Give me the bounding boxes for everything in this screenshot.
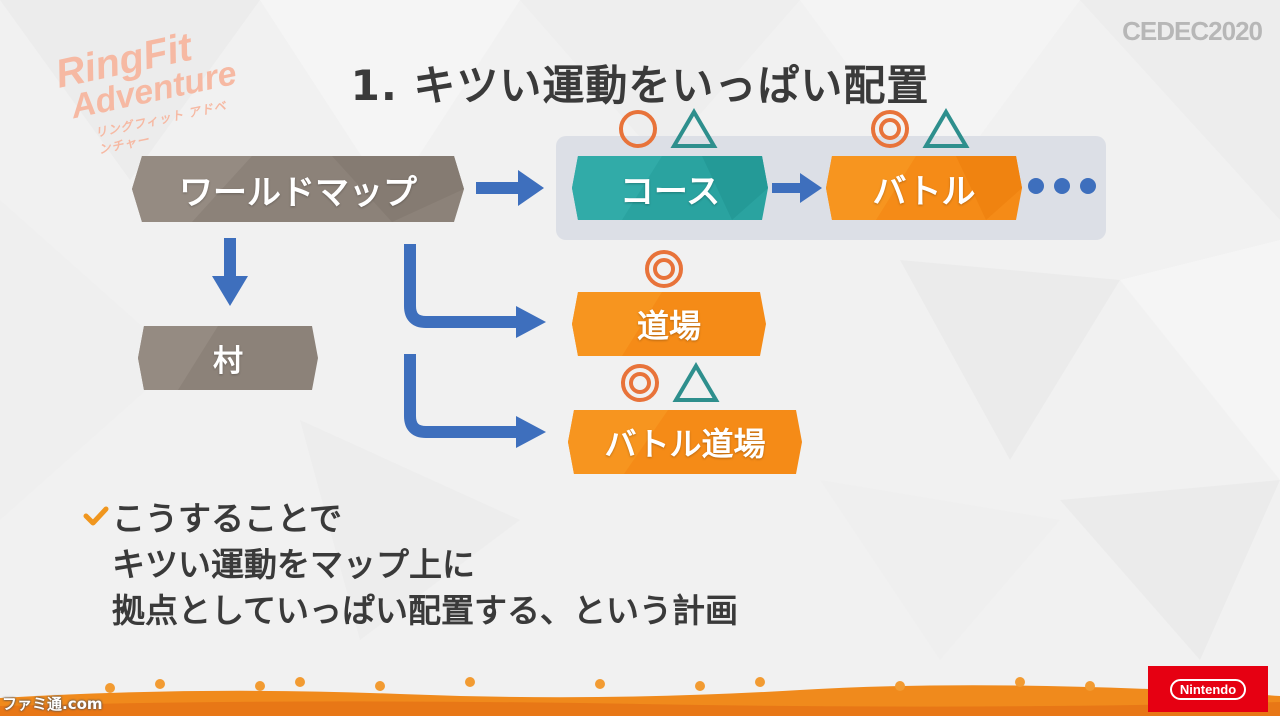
hex-shape bbox=[138, 326, 318, 390]
node-label: 道場 bbox=[636, 307, 701, 345]
hex-shape bbox=[568, 410, 802, 474]
arrow-down-icon bbox=[212, 238, 248, 306]
battle-dojo-marks bbox=[621, 362, 720, 402]
hex-shape bbox=[132, 156, 464, 222]
node-battle: バトル bbox=[826, 156, 1022, 220]
node-course: コース bbox=[572, 156, 768, 220]
arrow-right-icon bbox=[772, 173, 822, 203]
nintendo-logo-text: Nintendo bbox=[1169, 678, 1247, 700]
nintendo-logo: Nintendo bbox=[1148, 666, 1268, 712]
circle-mark-icon bbox=[619, 110, 657, 148]
dojo-marks bbox=[645, 250, 683, 288]
double-circle-mark-icon bbox=[871, 110, 909, 148]
hex-shape bbox=[572, 292, 766, 356]
node-village: 村 bbox=[138, 326, 318, 390]
bent-arrow-icon bbox=[404, 354, 546, 448]
arrow-right-icon bbox=[476, 170, 544, 206]
triangle-mark-icon bbox=[670, 108, 718, 148]
triangle-mark-icon bbox=[672, 362, 720, 402]
event-logo: CEDEC2020 bbox=[1122, 16, 1263, 46]
double-circle-mark-icon bbox=[621, 364, 659, 402]
bullet-line: こうすることで bbox=[112, 499, 343, 538]
course-marks bbox=[619, 108, 718, 148]
node-label: バトル bbox=[872, 171, 976, 212]
battle-marks bbox=[871, 108, 970, 148]
node-dojo: 道場 bbox=[572, 292, 766, 356]
bent-arrow-icon bbox=[404, 244, 546, 338]
ground-decoration bbox=[0, 677, 1280, 716]
bullet-line: 拠点としていっぱい配置する、という計画 bbox=[112, 591, 739, 630]
dot bbox=[1054, 178, 1070, 194]
hex-shape bbox=[826, 156, 1022, 220]
bullet-line: キツい運動をマップ上に bbox=[112, 545, 475, 584]
node-battle-dojo: バトル道場 bbox=[568, 410, 802, 474]
bullet-text: こうすることで キツい運動をマップ上に 拠点としていっぱい配置する、という計画 bbox=[112, 496, 872, 634]
node-world-map: ワールドマップ bbox=[132, 156, 464, 222]
dot bbox=[1080, 178, 1096, 194]
continuation-dots bbox=[1028, 178, 1096, 194]
node-label: ワールドマップ bbox=[179, 172, 417, 213]
node-label: コース bbox=[619, 171, 721, 212]
watermark: ファミ通.com bbox=[2, 695, 103, 713]
hex-shape bbox=[572, 156, 768, 220]
triangle-mark-icon bbox=[922, 108, 970, 148]
slide-title: 1. キツい運動をいっぱい配置 bbox=[350, 61, 930, 110]
node-label: バトル道場 bbox=[604, 425, 766, 463]
node-label: 村 bbox=[213, 344, 243, 379]
dot bbox=[1028, 178, 1044, 194]
double-circle-mark-icon bbox=[645, 250, 683, 288]
checkmark-icon bbox=[83, 506, 109, 526]
